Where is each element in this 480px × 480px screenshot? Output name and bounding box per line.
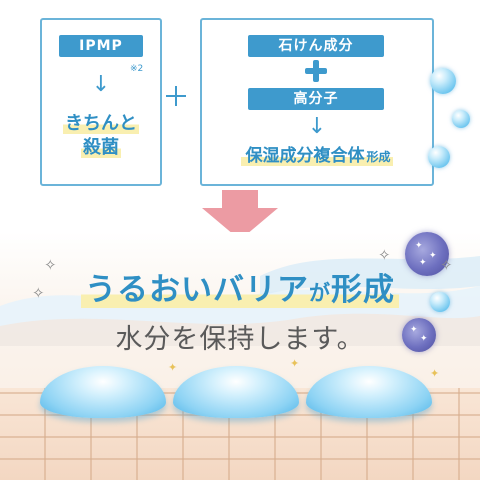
- sparkle-icon: ✧: [440, 256, 453, 274]
- moisture-dome: [40, 366, 166, 418]
- polymer-label: 高分子: [248, 88, 384, 110]
- footnote-mark: ※2: [130, 64, 144, 74]
- sparkle-icon: ✦: [290, 357, 300, 370]
- bubble-icon: [430, 292, 450, 312]
- moisture-complex-main: 保湿成分複合体: [243, 146, 367, 166]
- moisture-complex-suffix: 形成: [366, 150, 391, 164]
- germ-icon: ✦✦✦: [405, 232, 449, 276]
- sparkle-icon: ✦: [430, 367, 440, 380]
- headline-main: うるおいバリア: [85, 272, 309, 308]
- ipmp-box: IPMP ※2 ↓ きちんと 殺菌: [40, 18, 162, 186]
- plus-icon: [305, 60, 327, 82]
- plus-icon: [166, 86, 186, 106]
- sterilize-line-2: 殺菌: [81, 137, 121, 158]
- sparkle-icon: ✧: [378, 246, 391, 264]
- down-arrow-icon: ↓: [307, 114, 327, 139]
- sterilize-text: きちんと 殺菌: [46, 112, 156, 160]
- bubble-icon: [452, 110, 470, 128]
- moisture-dome: [173, 366, 299, 418]
- headline-particle: が: [309, 281, 331, 305]
- headline-end: 形成: [331, 272, 395, 308]
- bubble-icon: [430, 68, 456, 94]
- sterilize-line-1: きちんと: [63, 113, 139, 134]
- headline: うるおいバリアが形成: [0, 270, 480, 313]
- sparkle-icon: ✧: [44, 256, 57, 274]
- sparkle-icon: ✧: [32, 284, 45, 302]
- ipmp-label: IPMP: [59, 35, 143, 57]
- bubble-icon: [428, 146, 450, 168]
- down-arrow-icon: ↓: [91, 72, 111, 97]
- moisture-dome: [306, 366, 432, 418]
- moisture-complex-text: 保湿成分複合体形成: [202, 144, 432, 169]
- subline: 水分を保持します。: [115, 324, 365, 355]
- soap-component-label: 石けん成分: [248, 35, 384, 57]
- germ-icon: ✦✦: [402, 318, 436, 352]
- complex-box: 石けん成分 高分子 ↓ 保湿成分複合体形成: [200, 18, 434, 186]
- sparkle-icon: ✦: [168, 361, 178, 374]
- down-arrow-icon: [202, 190, 278, 240]
